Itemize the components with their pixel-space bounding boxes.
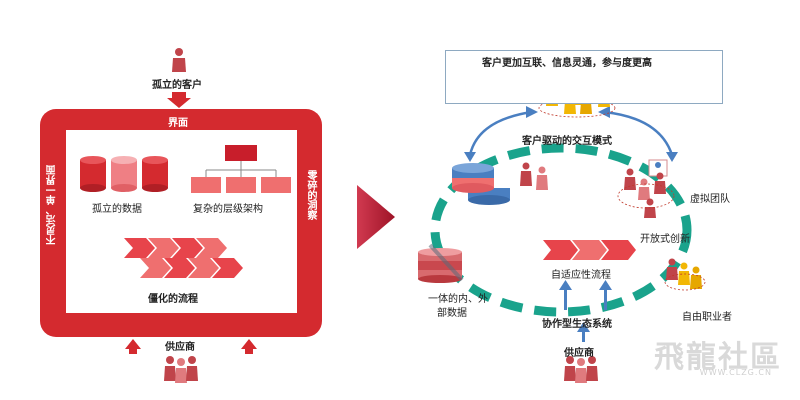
adaptive-process-label: 自适应性流程 (551, 270, 611, 281)
customer-people-left (520, 162, 548, 190)
collab-ecosystem-label: 协作型生态系统 (542, 319, 612, 330)
down-arrow-icon (167, 92, 191, 108)
connected-customers-box (445, 50, 723, 104)
complex-hierarchy-label: 复杂的层级架构 (193, 204, 263, 215)
freelancer-icon (666, 258, 702, 289)
transition-arrow-icon (357, 185, 395, 249)
supplier-people-right-icon (564, 356, 598, 383)
supplier-left-label: 供应商 (165, 342, 195, 353)
integrated-data-label-line2: 部数据 (437, 308, 467, 319)
interaction-arrows (468, 110, 674, 156)
integrated-database-icon (452, 163, 510, 205)
isolated-customer-label: 孤立的客户 (152, 80, 202, 91)
supplier-right-label: 供应商 (564, 348, 594, 359)
virtual-team-icon (624, 159, 668, 218)
ecosystem-up-arrows (559, 280, 612, 310)
supplier-people-icon (164, 356, 198, 383)
isolated-customer-icon (172, 48, 186, 72)
fragmented-insight-label: 零碎的洞察 (305, 170, 316, 220)
ecosystem-ring (430, 143, 692, 317)
rigid-process-chevrons (124, 238, 243, 278)
isolated-data-label: 孤立的数据 (92, 204, 142, 215)
org-chart-icon (191, 145, 291, 193)
integrated-data-stack-icon (418, 243, 464, 283)
integrated-data-label-line1: 一体的内、外 (428, 294, 488, 305)
isolated-database-icons (80, 156, 168, 192)
interaction-mode-label: 客户驱动的交互模式 (522, 136, 612, 147)
watermark-url: WWW.CLZG.CN (699, 368, 772, 377)
rigid-process-label: 僵化的流程 (148, 294, 198, 305)
open-innovation-label: 开放式创新 (640, 234, 690, 245)
freelancer-label: 自由职业者 (682, 312, 732, 323)
inflexible-interface-label: 不灵活、单一界面 (47, 165, 58, 245)
virtual-team-label: 虚拟团队 (690, 194, 730, 205)
interface-label: 界面 (168, 118, 188, 129)
adaptive-process-chevrons (543, 240, 636, 260)
supplier-up-arrow (577, 322, 590, 342)
supplier-arrow-left (125, 339, 141, 354)
watermark-logo: 飛龍社區 (654, 340, 782, 375)
connected-customers-label: 客户更加互联、信息灵通，参与度更高 (482, 58, 652, 69)
supplier-arrow-right (241, 339, 257, 354)
